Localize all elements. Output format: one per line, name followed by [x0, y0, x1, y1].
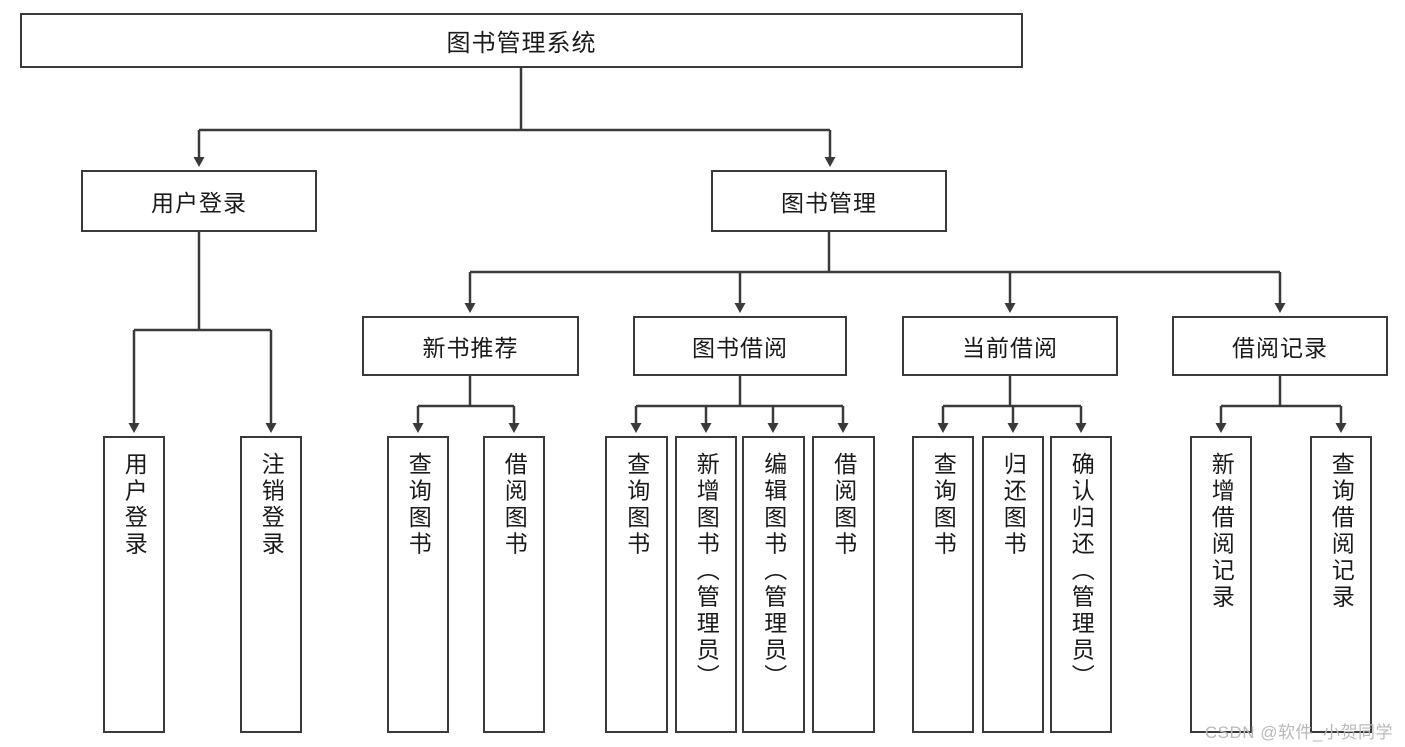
leaf-label: 查询图书 — [405, 452, 432, 558]
node-borrow-record[interactable]: 借阅记录 — [1172, 316, 1388, 376]
watermark-text: CSDN @软件_小贺同学 — [1204, 723, 1393, 742]
leaf-label: 新增图书（管理员） — [693, 452, 720, 691]
leaf-label: 注销登录 — [258, 452, 285, 558]
leaf-add-book-admin[interactable]: 新增图书（管理员） — [675, 436, 737, 733]
leaf-label: 新增借阅记录 — [1208, 452, 1235, 611]
node-current-borrow[interactable]: 当前借阅 — [902, 316, 1118, 376]
leaf-borrow-book-recommend[interactable]: 借阅图书 — [483, 436, 545, 733]
leaf-label: 确认归还（管理员） — [1068, 452, 1095, 691]
leaf-label: 用户登录 — [121, 452, 148, 558]
leaf-label: 归还图书 — [1000, 452, 1027, 558]
leaf-label: 借阅图书 — [830, 452, 857, 558]
leaf-label: 借阅图书 — [501, 452, 528, 558]
leaf-label: 编辑图书（管理员） — [760, 452, 787, 691]
leaf-logout[interactable]: 注销登录 — [240, 436, 302, 733]
leaf-label: 查询图书 — [623, 452, 650, 558]
leaf-add-borrow-record[interactable]: 新增借阅记录 — [1190, 436, 1252, 733]
leaf-confirm-return-admin[interactable]: 确认归还（管理员） — [1050, 436, 1112, 733]
leaf-user-login[interactable]: 用户登录 — [103, 436, 165, 733]
node-new-book-recommend[interactable]: 新书推荐 — [362, 316, 579, 376]
leaf-borrow-book[interactable]: 借阅图书 — [812, 436, 875, 733]
leaf-label: 查询借阅记录 — [1328, 452, 1355, 611]
node-book-borrow[interactable]: 图书借阅 — [633, 316, 847, 376]
leaf-query-book-current[interactable]: 查询图书 — [912, 436, 974, 733]
node-book-management[interactable]: 图书管理 — [711, 170, 947, 232]
leaf-query-borrow-record[interactable]: 查询借阅记录 — [1310, 436, 1372, 733]
leaf-query-book-recommend[interactable]: 查询图书 — [387, 436, 449, 733]
leaf-edit-book-admin[interactable]: 编辑图书（管理员） — [742, 436, 805, 733]
node-user-login[interactable]: 用户登录 — [81, 170, 317, 232]
node-root[interactable]: 图书管理系统 — [20, 13, 1023, 68]
leaf-return-book[interactable]: 归还图书 — [982, 436, 1044, 733]
leaf-query-book-borrow[interactable]: 查询图书 — [605, 436, 668, 733]
leaf-label: 查询图书 — [930, 452, 957, 558]
